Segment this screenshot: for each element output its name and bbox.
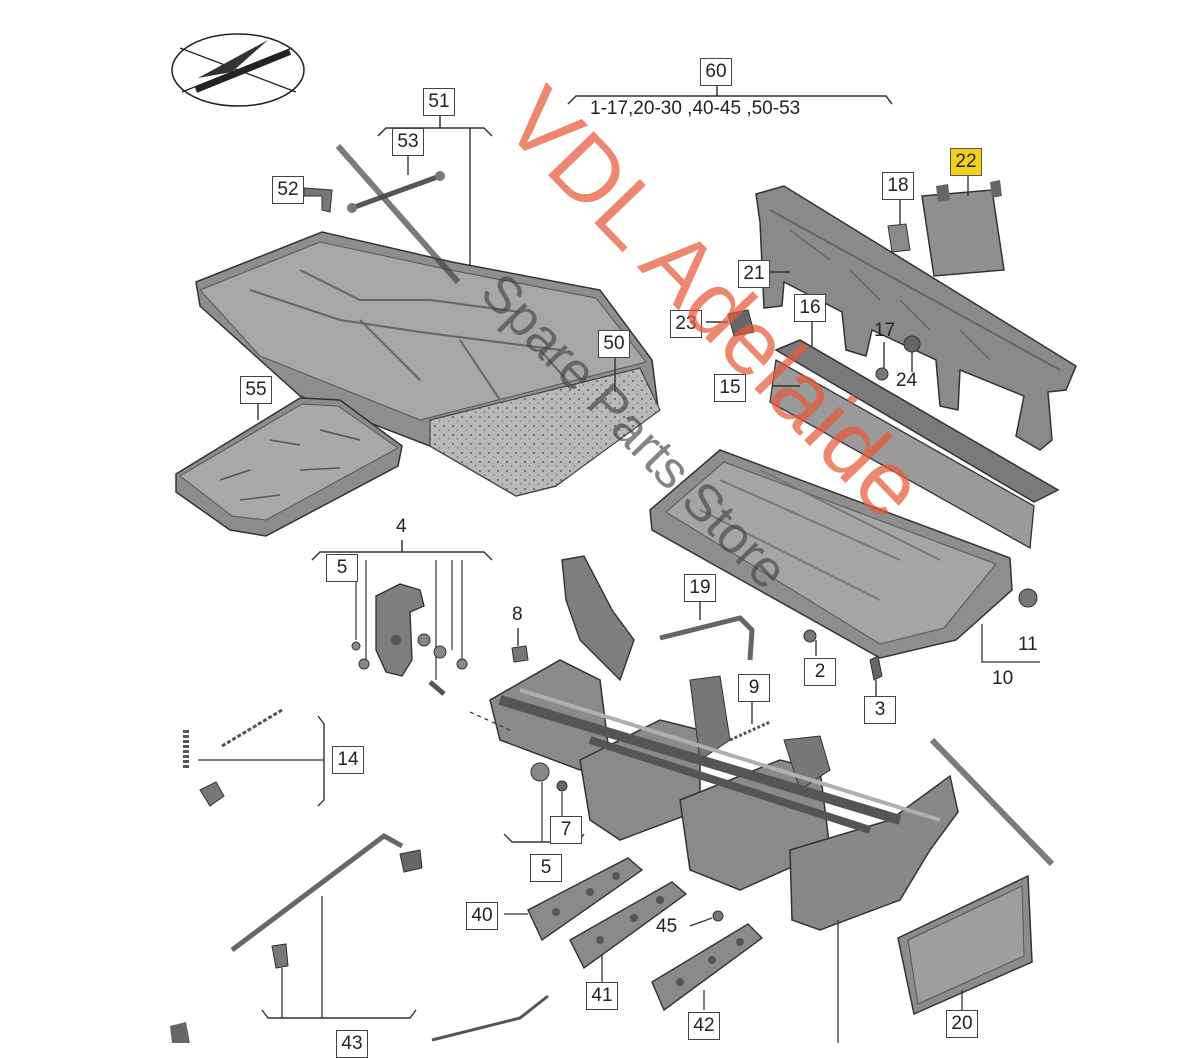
label-50: 50: [598, 330, 630, 358]
label-18: 18: [882, 172, 914, 200]
label-19: 19: [684, 574, 716, 602]
part-4-hinge-bracket: [351, 583, 468, 696]
label-23: 23: [670, 310, 702, 338]
part-40-plate: [527, 857, 644, 942]
part-22-cover-panel: [921, 180, 1005, 277]
label-11: 11: [1018, 634, 1038, 655]
watermark-line-bottom: [929, 737, 1055, 867]
label-60: 60: [700, 58, 732, 86]
label-41: 41: [586, 982, 618, 1010]
part-50-backrest-pad: [195, 231, 661, 497]
label-2: 2: [804, 658, 836, 686]
seat-frame-assembly: [469, 555, 959, 931]
part-5-washer: [530, 762, 568, 792]
seat-pan-tray: [649, 449, 1038, 659]
label-52: 52: [272, 176, 304, 204]
label-14: 14: [332, 746, 364, 774]
part-20-side-panel: [897, 874, 1033, 1016]
label-15: 15: [714, 374, 746, 402]
part-3-bolt: [869, 655, 883, 696]
label-5-bottom: 5: [530, 854, 562, 882]
label-43: 43: [336, 1030, 368, 1058]
label-9: 9: [738, 674, 770, 702]
label-3: 3: [864, 696, 896, 724]
label-8: 8: [512, 604, 523, 625]
part-23-latch: [727, 309, 755, 337]
part-42-plate: [651, 923, 764, 1012]
label-16: 16: [794, 294, 826, 322]
orientation-compass-icon: [171, 33, 305, 107]
part-15-load-cover: [769, 339, 1060, 550]
label-45: 45: [656, 916, 678, 937]
part-17-screw: [875, 342, 889, 381]
label-24: 24: [896, 370, 918, 391]
part-18-clip: [887, 223, 911, 253]
part-45-screw: [712, 910, 724, 922]
part-14-springs: [183, 708, 283, 807]
label-55: 55: [240, 376, 272, 404]
label-60-range: 1-17,20-30 ,40-45 ,50-53: [590, 98, 801, 119]
label-17: 17: [874, 320, 896, 341]
label-53: 53: [392, 128, 424, 156]
part-9-spring: [729, 720, 771, 742]
label-4: 4: [396, 516, 407, 537]
label-10: 10: [992, 668, 1014, 689]
part-55-cushion: [175, 397, 403, 537]
label-40: 40: [466, 902, 498, 930]
label-22: 22: [950, 148, 982, 176]
label-7: 7: [550, 816, 582, 844]
part-21-rear-frame: [755, 185, 1077, 451]
label-51: 51: [423, 88, 455, 116]
label-21: 21: [738, 260, 770, 288]
part-2-bolt: [803, 629, 817, 656]
part-53-rod: [347, 171, 445, 213]
part-19-rod: [659, 615, 755, 661]
part-8-clip: [511, 645, 529, 663]
part-24-fastener: [903, 335, 921, 372]
label-5-top: 5: [326, 554, 358, 582]
label-42: 42: [688, 1012, 720, 1040]
part-41-plate: [569, 881, 688, 970]
watermark-line-top: [335, 144, 461, 284]
part-43-cable: [170, 833, 549, 1043]
label-20: 20: [946, 1010, 978, 1038]
